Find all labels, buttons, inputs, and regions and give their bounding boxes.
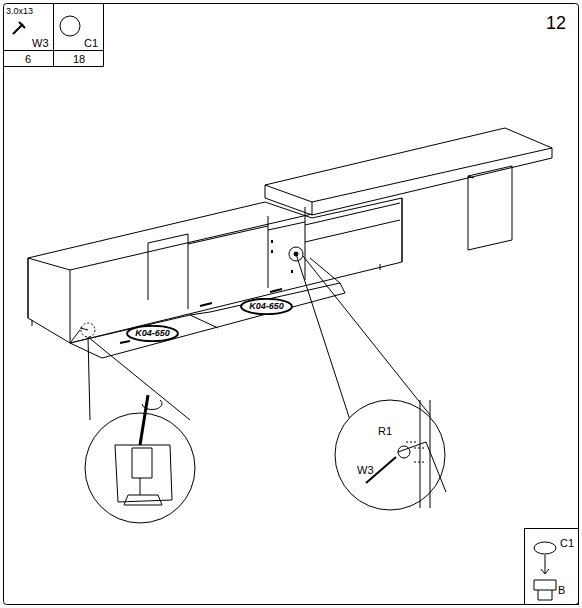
part-code: K04-650	[135, 329, 170, 338]
step-number: 12	[546, 14, 566, 32]
part-label: C1	[84, 38, 98, 49]
part-code-ellipse: K04-650	[240, 298, 293, 315]
part-label: 18	[73, 54, 85, 65]
part-code: K04-650	[249, 302, 284, 311]
part-label: 6	[25, 54, 31, 65]
part-label: C1	[560, 538, 574, 549]
part-label: W3	[32, 38, 49, 49]
part-label: 3.0x13	[6, 7, 33, 16]
part-label: W3	[357, 465, 374, 476]
part-label: R1	[378, 426, 392, 437]
part-label: B	[558, 585, 565, 596]
part-code-ellipse: K04-650	[126, 325, 179, 342]
